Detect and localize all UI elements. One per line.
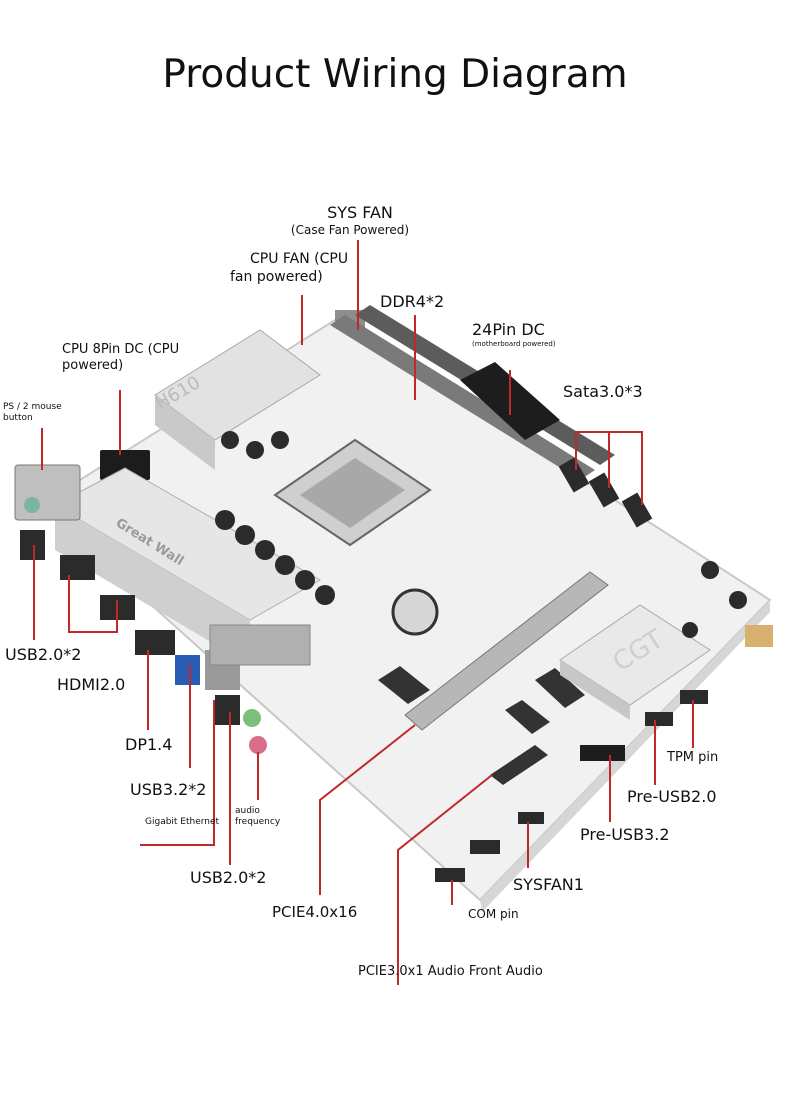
usb-port-pair — [20, 530, 45, 560]
com-header — [470, 840, 500, 854]
cmos-battery — [391, 588, 439, 636]
audio-jack-green — [243, 709, 261, 727]
label-sata: Sata3.0*3 — [563, 382, 643, 401]
usb-port-lower — [215, 695, 240, 725]
pre-usb20-header — [645, 712, 673, 726]
audio-jack-pink — [249, 736, 267, 754]
label-cpu-fan: CPU FAN (CPU fan powered) — [230, 251, 349, 285]
sysfan1-header — [518, 812, 544, 824]
m2-slot-1 — [378, 666, 430, 704]
label-usb20-top: USB2.0*2 — [5, 645, 82, 664]
pcie-x1-slot — [490, 745, 548, 785]
label-sys-fan: SYS FAN (Case Fan Powered) — [290, 203, 410, 237]
sata-port-3 — [621, 492, 653, 528]
label-pcie4: PCIE4.0x16 — [272, 903, 358, 921]
label-hdmi: HDMI2.0 — [57, 675, 126, 694]
label-sysfan1: SYSFAN1 — [513, 875, 584, 894]
pcie-x16-slot — [404, 571, 609, 731]
ddr4-slot-1 — [330, 315, 595, 480]
hdmi-port-2 — [135, 630, 175, 655]
pre-usb32-header — [580, 745, 625, 761]
ps2-port — [14, 464, 81, 521]
label-audio-frequency: audio frequency — [235, 806, 281, 828]
capacitor-row — [215, 431, 335, 605]
front-audio-header — [435, 868, 465, 882]
label-pre-usb32: Pre-USB3.2 — [580, 825, 670, 844]
usb32-port — [175, 655, 200, 685]
label-pcie3: PCIE3.0x1 Audio Front Audio — [358, 964, 543, 979]
rear-io-shroud — [209, 624, 311, 666]
label-tpm: TPM pin — [667, 750, 719, 765]
label-gigabit: Gigabit Ethernet — [145, 817, 220, 827]
label-usb20-bottom: USB2.0*2 — [190, 868, 267, 887]
leader-lines — [33, 240, 694, 985]
label-usb32: USB3.2*2 — [130, 780, 207, 799]
label-ps2: PS / 2 mouse button — [3, 402, 62, 424]
cpu-8pin-connector — [100, 450, 150, 480]
hdmi-port — [60, 555, 95, 580]
label-cpu8pin: CPU 8Pin DC (CPU powered) — [62, 342, 180, 374]
label-com: COM pin — [468, 907, 519, 921]
chipset-heatsink — [559, 604, 711, 706]
label-pre-usb20: Pre-USB2.0 — [627, 787, 717, 806]
sata-port-1 — [558, 457, 590, 493]
m2-slot-3 — [505, 700, 550, 734]
page-title: Product Wiring Diagram — [162, 52, 628, 97]
label-24pin: 24Pin DC (motherboard powered) — [472, 320, 556, 348]
sata-port-2 — [588, 472, 620, 508]
label-dp: DP1.4 — [125, 735, 173, 754]
rgb-header — [745, 625, 773, 647]
tpm-header — [680, 690, 708, 704]
m2-slot-2 — [535, 668, 585, 708]
label-ddr4: DDR4*2 — [380, 292, 445, 311]
